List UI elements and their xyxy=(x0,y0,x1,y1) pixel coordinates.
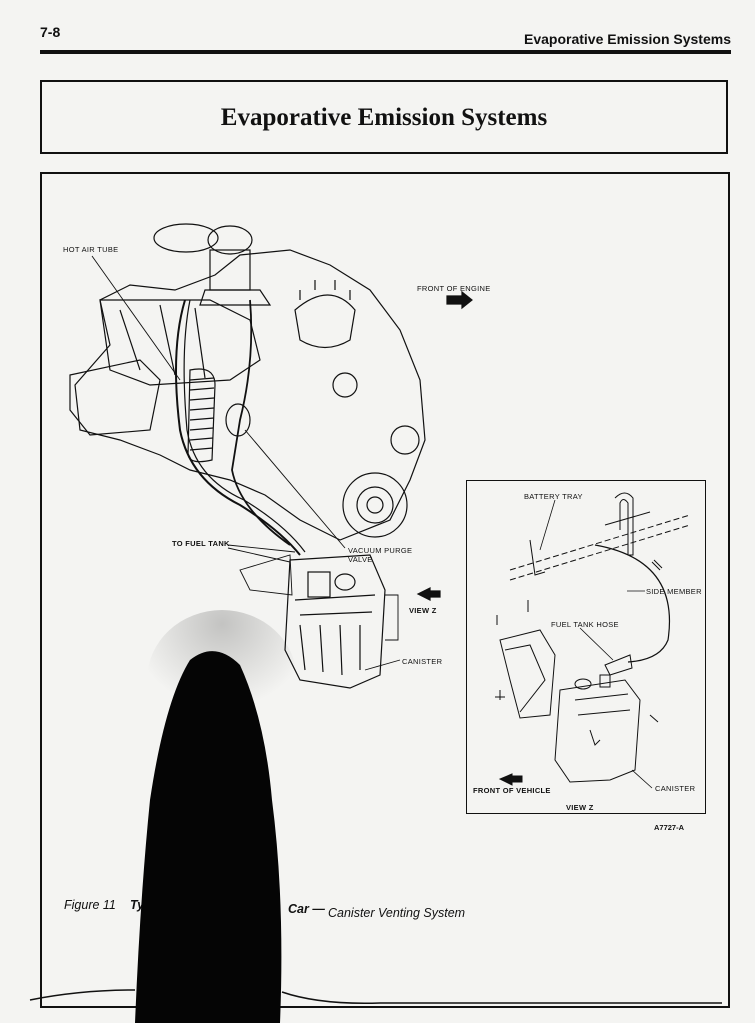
label-view-z: VIEW Z xyxy=(409,606,437,615)
engine-block xyxy=(74,249,426,541)
side-member xyxy=(509,514,691,581)
label-to-fuel-tank: TO FUEL TANK xyxy=(172,539,230,548)
inset-label-front-of-vehicle: FRONT OF VEHICLE xyxy=(473,786,551,795)
water-pump-pulley xyxy=(390,425,420,455)
carburetor xyxy=(207,225,253,255)
canister-inset xyxy=(554,674,641,783)
label-valve: VALVE xyxy=(348,555,373,564)
inset-label-side-member: SIDE MEMBER xyxy=(646,587,702,596)
fuel-tank-hose xyxy=(594,544,670,663)
inset-label-canister: CANISTER xyxy=(655,784,696,793)
caption-number: Figure 11 xyxy=(64,898,116,912)
label-canister: CANISTER xyxy=(402,657,443,666)
crank-pulley xyxy=(342,472,408,538)
running-header: Evaporative Emission Systems xyxy=(524,31,731,47)
caption-fragment-right: Car — xyxy=(288,902,325,916)
exhaust-manifold xyxy=(69,359,161,436)
page-number: 7-8 xyxy=(40,24,61,40)
page-title: Evaporative Emission Systems xyxy=(220,104,548,131)
label-front-of-engine: FRONT OF ENGINE xyxy=(417,284,491,293)
view-z-arrow xyxy=(416,587,441,601)
inset-label-fuel-tank-hose: FUEL TANK HOSE xyxy=(551,620,619,629)
purge-hose xyxy=(231,299,291,546)
front-of-engine-arrow xyxy=(446,290,473,310)
figure-frame xyxy=(40,172,730,1008)
distributor xyxy=(294,294,356,349)
inset-label-view-z: VIEW Z xyxy=(566,803,594,812)
inset-label-battery-tray: BATTERY TRAY xyxy=(524,492,583,501)
label-hot-air-tube: HOT AIR TUBE xyxy=(63,245,119,254)
title-box: Evaporative Emission Systems xyxy=(40,80,728,154)
inset-view-z xyxy=(466,480,706,814)
header-rule xyxy=(40,50,731,54)
canister-bracket-inset xyxy=(499,629,556,719)
intake-manifold xyxy=(99,299,261,386)
vapor-hose xyxy=(175,299,301,556)
canister-bracket xyxy=(239,554,293,596)
label-vacuum-purge: VACUUM PURGE xyxy=(348,546,413,555)
front-of-vehicle-arrow xyxy=(498,773,523,786)
vacuum-purge-valve xyxy=(225,403,251,437)
caption-text: Canister Venting System xyxy=(328,906,466,920)
figure-code: A7727-A xyxy=(654,823,685,832)
